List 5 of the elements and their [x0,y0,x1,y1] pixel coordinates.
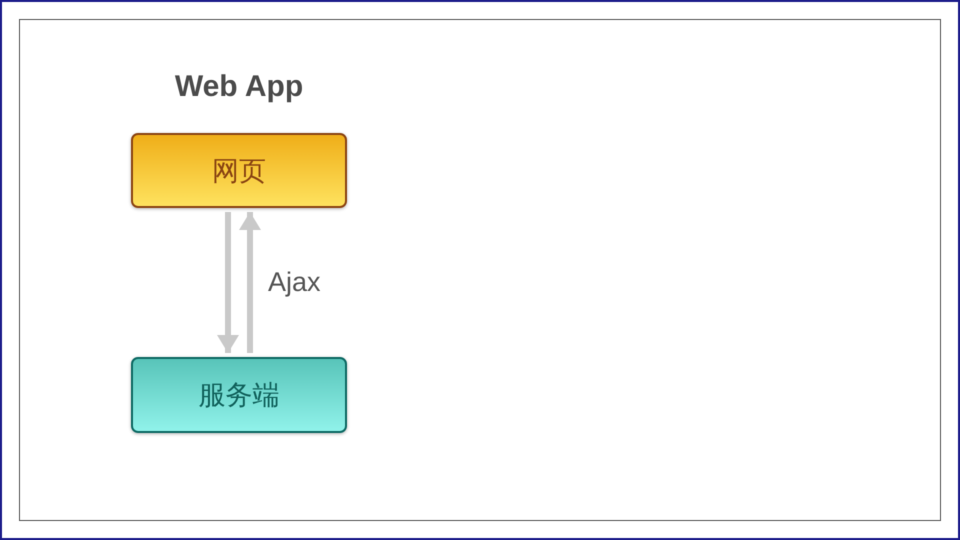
process-box: 网页 [131,133,347,208]
arrow [239,212,261,353]
arrow [217,212,239,353]
title: Web App [174,70,304,104]
process-box: 服务端 [131,357,347,433]
